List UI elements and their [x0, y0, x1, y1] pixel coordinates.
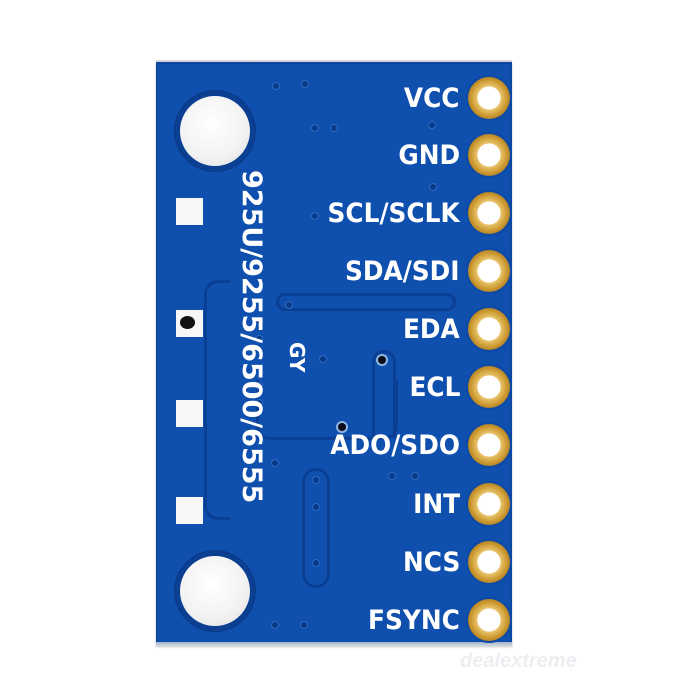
gold-pad-icon — [468, 134, 510, 176]
via-open — [378, 356, 386, 364]
watermark: dealextreme — [460, 650, 577, 672]
pin-label: SDA/SDI — [345, 255, 460, 287]
square-pad-3 — [176, 400, 203, 427]
mounting-hole-top — [180, 96, 250, 166]
pin-ncs: NCS — [290, 541, 510, 583]
via — [256, 318, 262, 324]
via — [389, 473, 395, 479]
mounting-hole-bottom — [180, 556, 250, 626]
via — [273, 83, 279, 89]
gold-pad-icon — [468, 366, 510, 408]
board-bottom-edge — [156, 642, 512, 647]
via — [312, 213, 318, 219]
gold-pad-icon — [468, 308, 510, 350]
via — [430, 184, 436, 190]
square-pad-1 — [176, 198, 203, 225]
via — [302, 81, 308, 87]
pin-sda-sdi: SDA/SDI — [290, 250, 510, 292]
via — [256, 400, 262, 406]
trace-eda — [276, 293, 456, 311]
pin-eda: EDA — [290, 308, 510, 350]
gold-pad-icon — [468, 483, 510, 525]
gold-pad-icon — [468, 192, 510, 234]
via — [301, 622, 307, 628]
square-pad-2 — [176, 310, 203, 337]
via — [313, 504, 319, 510]
pin-label: SCL/SCLK — [327, 197, 460, 229]
via — [256, 336, 262, 342]
via — [313, 477, 319, 483]
pin-label: ADO/SDO — [330, 429, 460, 461]
pin-label: ECL — [408, 371, 460, 403]
trace-left-vertical — [204, 280, 230, 520]
trace-loop — [256, 380, 398, 440]
via — [312, 125, 318, 131]
trace-right-vertical — [372, 350, 396, 438]
via — [429, 122, 435, 128]
via — [286, 302, 292, 308]
gold-pad-icon — [468, 77, 510, 119]
via-open — [338, 423, 346, 431]
pin-ado-sdo: ADO/SDO — [290, 424, 510, 466]
via — [272, 622, 278, 628]
via — [313, 560, 319, 566]
pin-label: FSYNC — [368, 604, 460, 636]
pin-ecl: ECL — [290, 366, 510, 408]
gold-pad-icon — [468, 599, 510, 641]
via — [272, 460, 278, 466]
square-pad-4 — [176, 497, 203, 524]
pin-label: VCC — [404, 82, 460, 114]
pin-label: EDA — [403, 313, 460, 345]
pin-label: INT — [413, 488, 460, 520]
pin-int: INT — [290, 483, 510, 525]
via — [331, 125, 337, 131]
trace-bottom-stub — [302, 468, 330, 588]
gold-pad-icon — [468, 541, 510, 583]
pin-vcc: VCC — [290, 77, 510, 119]
pin-label: GND — [398, 139, 460, 171]
pin-gnd: GND — [290, 134, 510, 176]
gold-pad-icon — [468, 250, 510, 292]
via — [412, 473, 418, 479]
model-list-label: 925U/9255/6500/6555 — [236, 170, 267, 504]
ink-dot-mark — [180, 316, 195, 329]
pin-fsync: FSYNC — [290, 599, 510, 641]
pin-label: NCS — [402, 546, 460, 578]
via — [256, 383, 262, 389]
via — [320, 356, 326, 362]
pin-scl-sclk: SCL/SCLK — [290, 192, 510, 234]
gold-pad-icon — [468, 424, 510, 466]
